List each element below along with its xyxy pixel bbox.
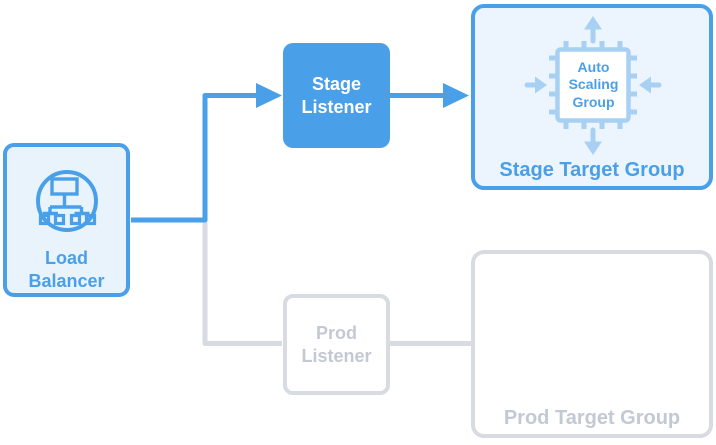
arrowhead-stage-listener xyxy=(256,83,282,108)
prod-listener-label: Prod Listener xyxy=(301,322,372,366)
auto-scaling-group-label: Auto Scaling Group xyxy=(568,58,619,110)
prod-listener-node: Prod Listener xyxy=(283,294,390,395)
connector-load-balancer-to-stage-listener xyxy=(131,93,257,223)
prod-target-group-label: Prod Target Group xyxy=(503,407,681,429)
prod-target-group-node: Prod Target Group xyxy=(471,250,713,438)
chip-pins xyxy=(549,41,637,129)
stage-listener-label: Stage Listener xyxy=(301,73,372,117)
stage-listener-node: Stage Listener xyxy=(283,43,390,148)
stage-target-group-node: Auto Scaling Group Stage Target Group xyxy=(471,4,713,190)
load-balancer-icon xyxy=(36,170,98,232)
auto-scaling-group-icon xyxy=(524,16,662,155)
connector-load-balancer-to-prod-listener xyxy=(202,221,282,346)
load-balancer-label: Load Balancer xyxy=(28,248,105,291)
arrowhead-stage-target-group xyxy=(443,83,469,108)
stage-target-group-label: Stage Target Group xyxy=(499,159,685,181)
load-balancer-node: Load Balancer xyxy=(3,143,130,297)
